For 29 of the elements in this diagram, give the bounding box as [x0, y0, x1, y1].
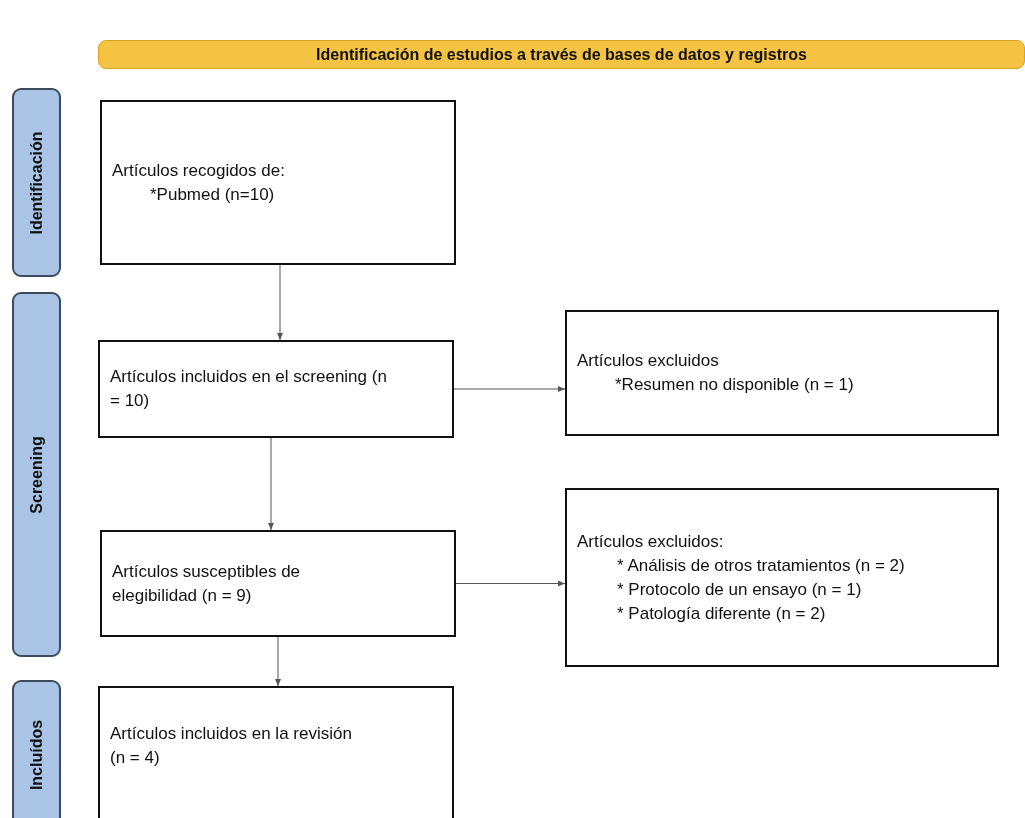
box-text: * Protocolo de un ensayo (n = 1): [616, 578, 863, 601]
phase-label: Incluídos: [27, 719, 46, 791]
box-text: * Patología diferente (n = 2): [616, 602, 827, 625]
process-box: [565, 310, 999, 436]
process-box: [100, 100, 456, 265]
box-text: *Resumen no disponible (n = 1): [614, 374, 855, 396]
box-text: Artículos excluidos:: [577, 530, 725, 553]
phase-label: Screening: [27, 435, 46, 514]
process-box: [100, 530, 456, 637]
process-box: [565, 488, 999, 667]
phase-label: Identificación: [27, 130, 46, 235]
box-text: Artículos excluidos: [577, 350, 720, 372]
arrow: [453, 386, 566, 392]
phase-label-band: [12, 292, 61, 657]
section-header-band: Identificación de estudios a través de bases de datos y registros: [98, 40, 1025, 69]
box-text: * Análisis de otros tratamientos (n = 2): [616, 554, 906, 577]
process-box: [98, 340, 454, 438]
phase-label-band: [12, 88, 61, 277]
box-text: Artículos recogidos de:: [112, 159, 286, 182]
box-text: Artículos incluidos en el screening (n = 10): [110, 366, 388, 412]
phase-label-band: [12, 680, 61, 818]
box-text: Artículos incluidos en la revisión (n = 4): [110, 723, 353, 769]
arrow: [277, 264, 283, 341]
process-box: [98, 686, 454, 818]
box-text: Artículos susceptibles de elegibilidad (n = 9): [112, 560, 302, 607]
arrow: [275, 636, 281, 687]
arrow: [455, 580, 566, 587]
arrow: [268, 437, 274, 531]
box-text: *Pubmed (n=10): [149, 183, 276, 206]
